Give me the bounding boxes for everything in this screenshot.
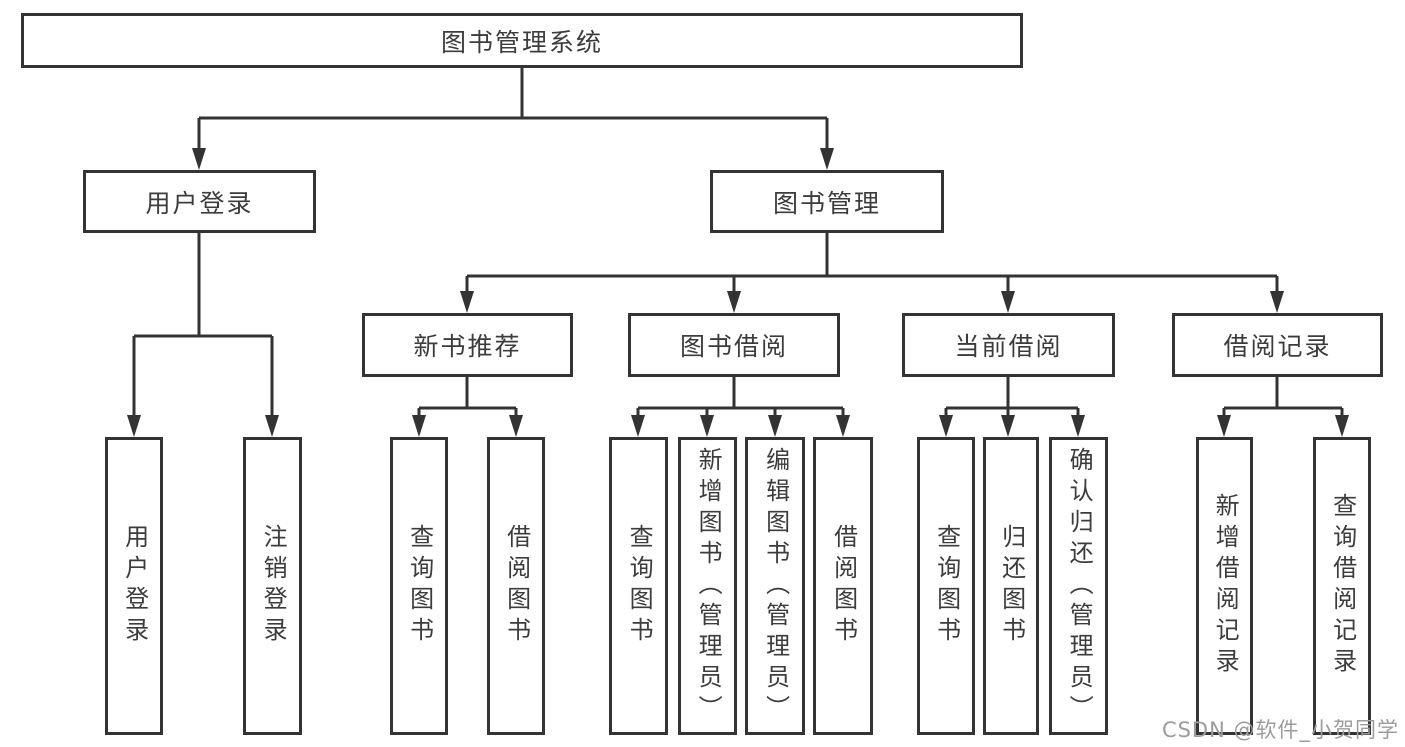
node-return-books: 归还图书 bbox=[983, 437, 1039, 735]
node-label: 借阅图书 bbox=[502, 524, 531, 648]
node-borrow-books-recommend: 借阅图书 bbox=[487, 437, 545, 735]
node-label: 新增借阅记录 bbox=[1211, 493, 1240, 679]
node-borrow-books-borrowing: 借阅图书 bbox=[813, 437, 873, 735]
node-query-books-borrowing: 查询图书 bbox=[609, 437, 668, 735]
node-new-book-recommend: 新书推荐 bbox=[362, 313, 573, 377]
node-label: 注销登录 bbox=[259, 524, 288, 648]
node-label: 借阅图书 bbox=[829, 524, 858, 648]
node-label: 用户登录 bbox=[120, 524, 149, 648]
node-query-books-recommend: 查询图书 bbox=[390, 437, 448, 735]
node-label: 查询图书 bbox=[625, 524, 654, 648]
node-borrow-records: 借阅记录 bbox=[1172, 313, 1383, 377]
node-label: 新增图书（管理员） bbox=[694, 446, 723, 726]
node-book-borrowing: 图书借阅 bbox=[628, 313, 840, 377]
node-user-login: 用户登录 bbox=[83, 170, 316, 233]
node-label: 查询图书 bbox=[932, 524, 961, 648]
node-query-borrow-record: 查询借阅记录 bbox=[1313, 437, 1371, 735]
node-book-management: 图书管理 bbox=[710, 170, 944, 233]
node-current-borrowing: 当前借阅 bbox=[902, 313, 1115, 377]
node-query-books-current: 查询图书 bbox=[917, 437, 975, 735]
node-user-login-leaf: 用户登录 bbox=[105, 437, 163, 735]
node-library-system: 图书管理系统 bbox=[21, 13, 1023, 68]
node-confirm-return-admin: 确认归还（管理员） bbox=[1049, 437, 1108, 735]
node-label: 归还图书 bbox=[997, 524, 1026, 648]
node-label: 查询图书 bbox=[405, 524, 434, 648]
node-add-books-admin: 新增图书（管理员） bbox=[678, 437, 737, 735]
node-logout: 注销登录 bbox=[243, 437, 302, 735]
node-edit-books-admin: 编辑图书（管理员） bbox=[745, 437, 805, 735]
watermark-text: CSDN @软件_小贺同学 bbox=[1161, 718, 1399, 742]
node-add-borrow-record: 新增借阅记录 bbox=[1196, 437, 1253, 735]
node-label: 查询借阅记录 bbox=[1328, 493, 1357, 679]
node-label: 编辑图书（管理员） bbox=[761, 446, 790, 726]
node-label: 确认归还（管理员） bbox=[1065, 446, 1094, 726]
